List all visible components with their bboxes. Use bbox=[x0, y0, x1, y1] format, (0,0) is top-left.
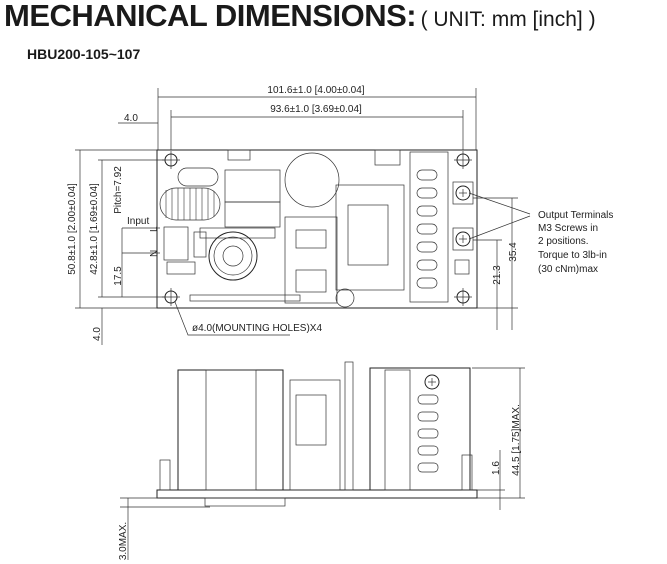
pcb-outline bbox=[156, 149, 478, 309]
hole-spacing-y-dimension: 42.8±1.0 [1.69±0.04] bbox=[89, 183, 100, 275]
note-line: 2 positions. bbox=[538, 236, 589, 247]
input-pin-n: N bbox=[149, 250, 160, 257]
input-connector bbox=[163, 226, 189, 261]
width-dimension: 50.8±1.0 [2.00±0.04] bbox=[67, 183, 78, 275]
length-dimension: 101.6±1.0 [4.00±0.04] bbox=[267, 85, 364, 96]
page-title: MECHANICAL DIMENSIONS: ( UNIT: mm [inch]… bbox=[4, 0, 596, 34]
note-line: (30 cNm)max bbox=[538, 264, 598, 275]
title-main: MECHANICAL DIMENSIONS: bbox=[4, 0, 417, 33]
input-label: Input bbox=[127, 216, 149, 227]
top-view: 101.6±1.0 [4.00±0.04] 93.6±1.0 [3.69±0.0… bbox=[67, 85, 613, 345]
components bbox=[159, 149, 474, 308]
top-dimensions bbox=[118, 88, 477, 150]
hole-offset-x-dimension: 4.0 bbox=[124, 113, 138, 124]
pin-length-dimension: 3.0MAX. bbox=[118, 522, 129, 560]
title-unit: ( UNIT: mm [inch] ) bbox=[420, 8, 596, 31]
hole-offset-y-dimension: 4.0 bbox=[92, 327, 103, 341]
output-terminal-screw-icon bbox=[452, 181, 474, 251]
input-offset-dimension: 17.5 bbox=[113, 266, 124, 286]
right-dimensions bbox=[468, 192, 531, 330]
note-line: M3 Screws in bbox=[538, 223, 598, 234]
pcb-side bbox=[156, 489, 478, 499]
terminal-height-1: 35.4 bbox=[508, 242, 519, 262]
mounting-holes-note: ø4.0(MOUNTING HOLES)X4 bbox=[192, 323, 322, 334]
height-dimension: 44.5 [1.75]MAX. bbox=[511, 404, 522, 476]
input-pin-l: L bbox=[149, 226, 160, 232]
mounting-hole-icon bbox=[162, 151, 472, 306]
side-view bbox=[120, 361, 525, 560]
note-line: Torque to 3lb-in bbox=[538, 250, 607, 261]
output-terminals-note: Output Terminals M3 Screws in 2 position… bbox=[538, 210, 613, 275]
terminal-height-2: 21.3 bbox=[492, 265, 503, 285]
pitch-dimension: Pitch=7.92 bbox=[113, 166, 124, 214]
left-dimensions bbox=[75, 149, 165, 345]
hole-spacing-x-dimension: 93.6±1.0 [3.69±0.04] bbox=[270, 104, 362, 115]
pcb-thickness-dimension: 1.6 bbox=[491, 461, 502, 475]
model-number: HBU200-105~107 bbox=[27, 46, 141, 62]
note-line: Output Terminals bbox=[538, 210, 613, 221]
